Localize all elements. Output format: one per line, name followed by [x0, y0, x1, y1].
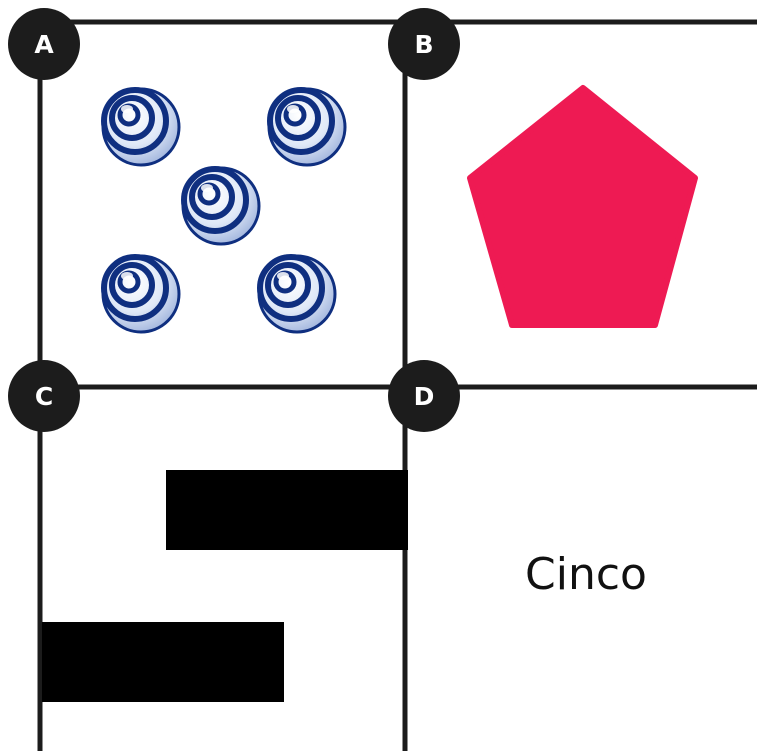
pentagon-shape [470, 88, 695, 325]
badge-label-a: A [34, 30, 54, 59]
badge-label-c: C [35, 382, 53, 411]
number-word: Cinco [525, 549, 647, 600]
panel-c [42, 470, 408, 702]
ball-icon [103, 256, 179, 332]
ball-icon [103, 89, 179, 165]
tally-bar [42, 622, 284, 702]
badge-label-d: D [414, 382, 435, 411]
badge-c: C [8, 360, 80, 432]
badge-b: B [388, 8, 460, 80]
panel-a [103, 89, 345, 332]
badge-label-b: B [414, 30, 433, 59]
panel-b [470, 88, 695, 325]
ball-icon [269, 89, 345, 165]
ball-icon [259, 256, 335, 332]
ball-icon [183, 168, 259, 244]
badge-d: D [388, 360, 460, 432]
badge-a: A [8, 8, 80, 80]
tally-bar [166, 470, 408, 550]
panel-d: Cinco [525, 549, 647, 600]
